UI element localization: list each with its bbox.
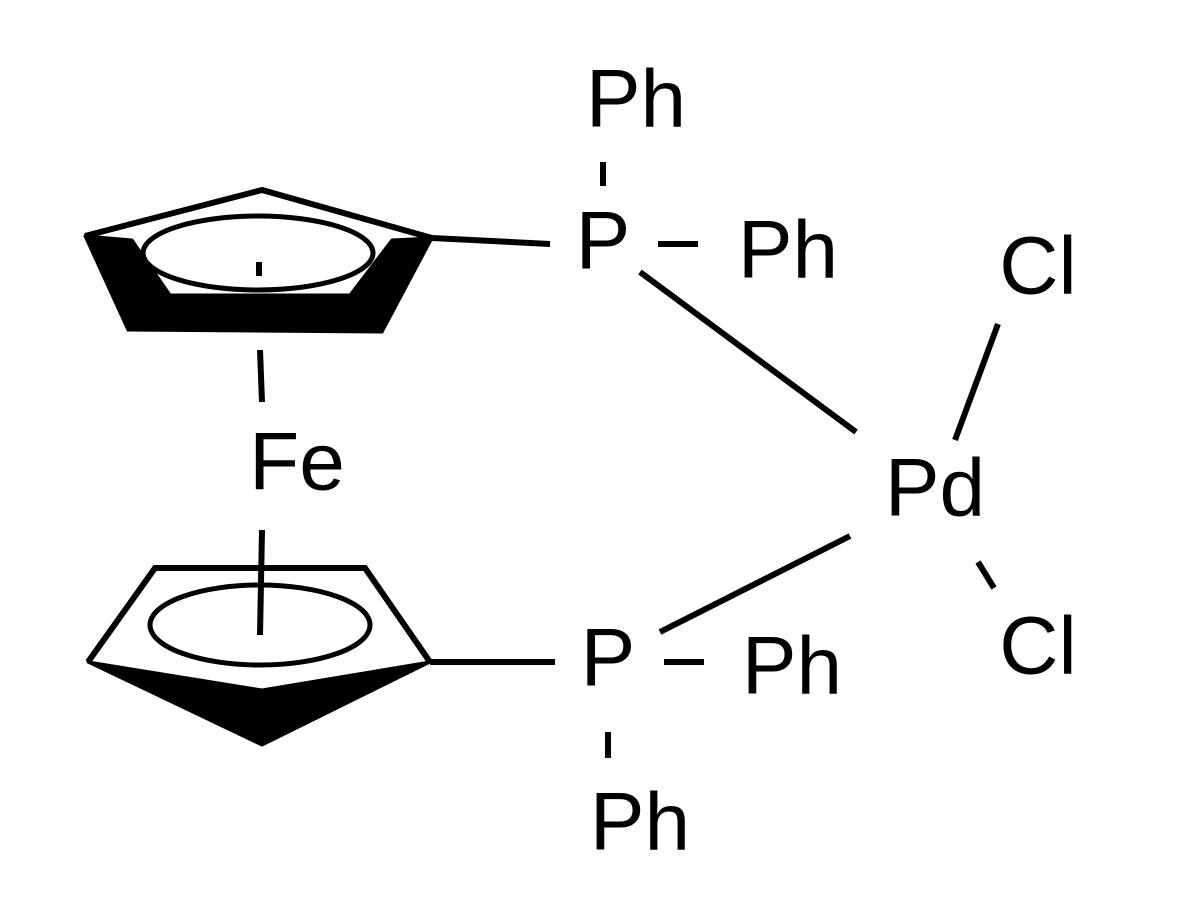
- p-top-pd-bond: [638, 269, 858, 435]
- pd-cl-bottom-bond: [975, 560, 997, 590]
- fe-upper-ring-bond: [257, 349, 265, 403]
- upper-cp-wedge-right: [348, 236, 434, 334]
- p-bottom-label: P: [581, 613, 636, 704]
- pd-cl-top-bond: [952, 322, 1001, 442]
- p-bottom-pd-bond: [658, 533, 852, 635]
- ph-top-up-label: Ph: [586, 54, 686, 145]
- upper-cp-ring: [83, 186, 434, 334]
- ph-bottom-right-label: Ph: [742, 621, 842, 712]
- pd-label: Pd: [885, 443, 985, 534]
- upper-cp-aromatic-circle: [140, 213, 376, 293]
- ph-top-right-label: Ph: [738, 205, 838, 296]
- upper-cp-wedge-front: [126, 293, 384, 334]
- upper-cp-outline: [84, 186, 433, 241]
- cl-top-label: Cl: [999, 221, 1076, 312]
- p-top-label: P: [576, 196, 631, 287]
- fe-lower-ring-bond: [257, 529, 265, 636]
- upper-ring-p-bond: [431, 235, 551, 247]
- ph-bottom-down-label: Ph: [590, 777, 690, 868]
- cl-bottom-label: Cl: [999, 601, 1076, 692]
- lower-cp-wedge: [86, 660, 432, 747]
- fe-label: Fe: [249, 417, 345, 508]
